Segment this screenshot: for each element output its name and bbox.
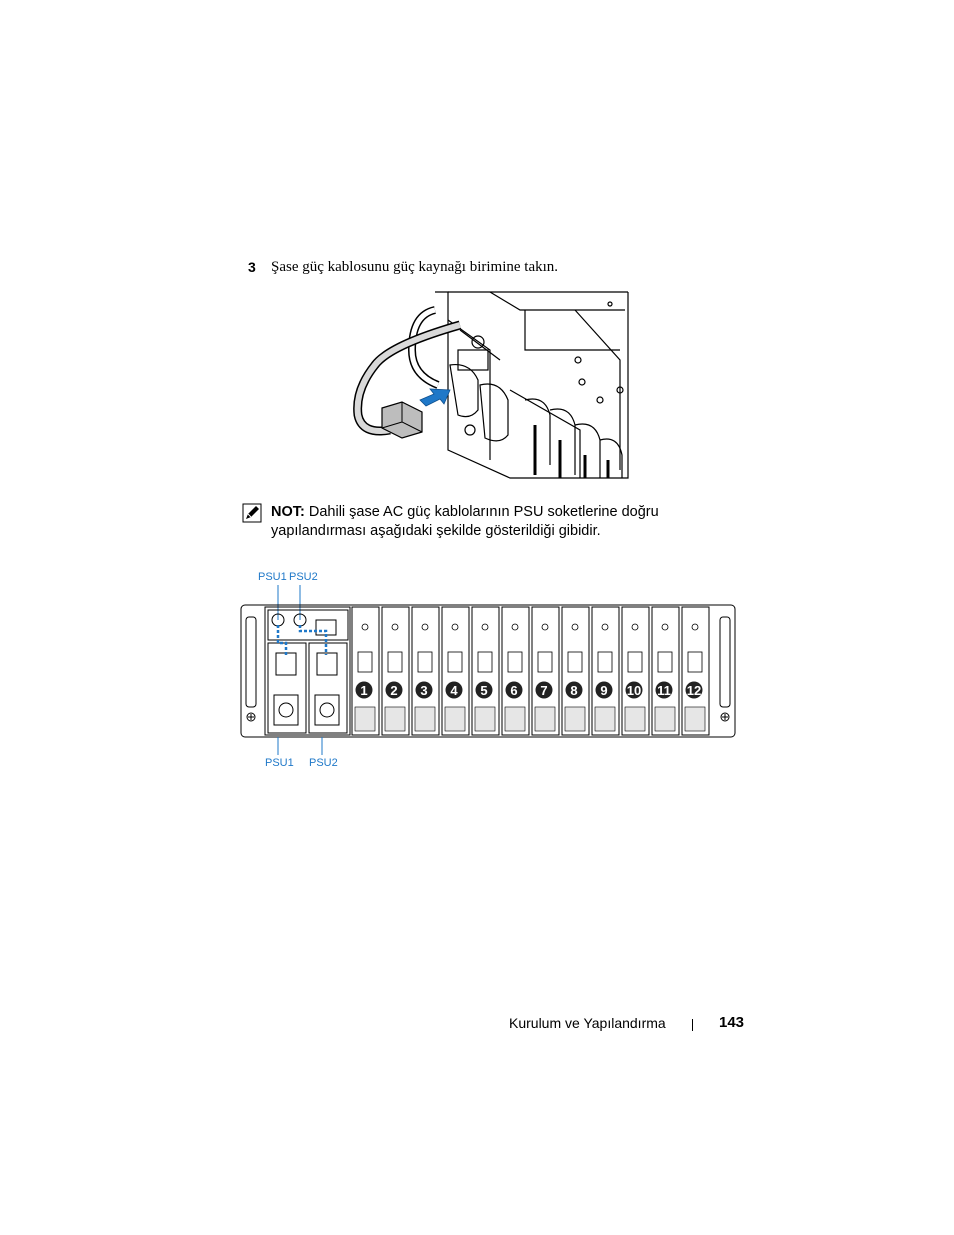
footer-separator <box>692 1019 693 1031</box>
drive-slot: 4 <box>441 606 470 736</box>
power-cable-illustration <box>353 291 629 479</box>
slot-number-label: 10 <box>627 683 641 698</box>
slot-number-label: 4 <box>450 683 458 698</box>
step-number: 3 <box>248 259 256 275</box>
note: NOT: Dahili şase AC güç kablolarının PSU… <box>271 503 711 541</box>
top-label-psu2: PSU2 <box>289 571 318 583</box>
drive-slot: 7 <box>531 606 560 736</box>
drive-slot: 12 <box>681 606 710 736</box>
slot-number-badge <box>595 681 613 699</box>
footer-section-title: Kurulum ve Yapılandırma <box>509 1015 666 1031</box>
slot-number-label: 3 <box>420 683 427 698</box>
step-text: Şase güç kablosunu güç kaynağı birimine … <box>271 259 559 275</box>
slot-number-badge <box>685 681 703 699</box>
slot-number-badge <box>355 681 373 699</box>
top-label-psu1: PSU1 <box>258 571 287 583</box>
drive-slot: 3 <box>411 606 440 736</box>
bottom-label-psu2: PSU2 <box>309 757 338 769</box>
slot-number-label: 11 <box>657 683 671 698</box>
page-number: 143 <box>719 1014 745 1031</box>
slot-number-badge <box>655 681 673 699</box>
slot-number-badge <box>415 681 433 699</box>
pencil-note-icon <box>242 503 262 523</box>
slot-number-label: 9 <box>600 683 607 698</box>
drive-slot: 5 <box>471 606 500 736</box>
insert-arrow-icon <box>419 388 451 407</box>
drive-slot: 1 <box>351 606 380 736</box>
slot-number-badge <box>565 681 583 699</box>
slot-number-label: 1 <box>360 683 367 698</box>
slot-number-label: 5 <box>480 683 487 698</box>
note-label: NOT: <box>271 504 305 520</box>
slot-number-badge <box>625 681 643 699</box>
drive-slot: 9 <box>591 606 620 736</box>
drive-slot: 6 <box>501 606 530 736</box>
slot-number-badge <box>505 681 523 699</box>
slot-number-badge <box>385 681 403 699</box>
bottom-label-psu1: PSU1 <box>265 757 294 769</box>
drive-slot: 11 <box>651 606 680 736</box>
note-text: Dahili şase AC güç kablolarının PSU soke… <box>271 504 659 539</box>
drive-slot: 2 <box>381 606 410 736</box>
slot-number-label: 7 <box>540 683 547 698</box>
slot-number-label: 2 <box>390 683 397 698</box>
slot-number-badge <box>535 681 553 699</box>
slot-number-label: 12 <box>687 683 701 698</box>
drive-slot: 8 <box>561 606 590 736</box>
slot-number-label: 8 <box>570 683 577 698</box>
drive-slot: 10 <box>621 606 650 736</box>
slot-number-badge <box>475 681 493 699</box>
slot-number-label: 6 <box>510 683 517 698</box>
power-plug-icon <box>381 401 423 439</box>
slot-number-badge <box>445 681 463 699</box>
